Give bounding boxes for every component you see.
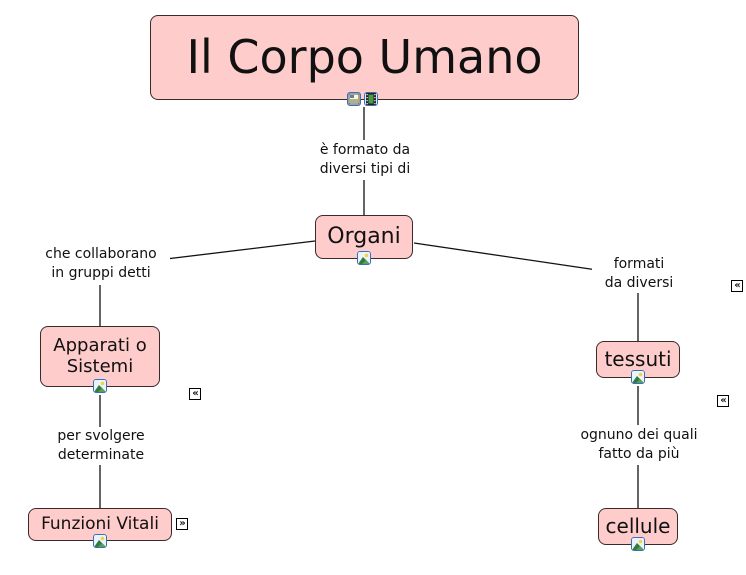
concept-tessuti-label: tessuti bbox=[604, 347, 672, 371]
document-image-icon[interactable] bbox=[347, 92, 361, 106]
image-icon[interactable] bbox=[357, 251, 371, 265]
concept-root[interactable]: Il Corpo Umano bbox=[150, 15, 579, 100]
link-organi-to-phrase-right bbox=[413, 242, 598, 271]
concept-apparati-label-line1: Apparati o bbox=[53, 334, 147, 356]
concept-cellule-label: cellule bbox=[605, 514, 671, 538]
collapse-left-arrow-icon[interactable]: « bbox=[717, 395, 729, 407]
concept-tessuti[interactable]: tessuti bbox=[596, 341, 680, 378]
image-icon[interactable] bbox=[93, 379, 107, 393]
concept-apparati-label-line2: Sistemi bbox=[66, 355, 134, 377]
concept-cellule[interactable]: cellule bbox=[598, 508, 678, 545]
concept-organi[interactable]: Organi bbox=[315, 215, 413, 259]
expand-right-arrow-icon[interactable]: » bbox=[176, 518, 188, 530]
linking-phrase-organi-apparati[interactable]: che collaborano in gruppi detti bbox=[32, 245, 170, 283]
image-icon[interactable] bbox=[93, 534, 107, 548]
collapse-left-arrow-icon[interactable]: « bbox=[189, 388, 201, 400]
image-icon[interactable] bbox=[631, 370, 645, 384]
concept-organi-label: Organi bbox=[327, 224, 401, 250]
collapse-left-arrow-icon[interactable]: « bbox=[731, 280, 743, 292]
linking-phrase-root-organi[interactable]: è formato da diversi tipi di bbox=[305, 141, 425, 179]
concept-apparati-sistemi[interactable]: Apparati o Sistemi bbox=[40, 326, 160, 387]
linking-phrase-apparati-funzioni[interactable]: per svolgere determinate bbox=[40, 427, 162, 465]
link-organi-to-phrase-left bbox=[165, 240, 316, 260]
concept-funzioni-label: Funzioni Vitali bbox=[41, 513, 159, 534]
video-film-icon[interactable] bbox=[364, 92, 378, 106]
concept-root-label: Il Corpo Umano bbox=[186, 30, 543, 85]
linking-phrase-organi-tessuti[interactable]: formati da diversi bbox=[592, 255, 686, 293]
linking-phrase-tessuti-cellule[interactable]: ognuno dei quali fatto da più bbox=[566, 426, 712, 464]
image-icon[interactable] bbox=[631, 537, 645, 551]
